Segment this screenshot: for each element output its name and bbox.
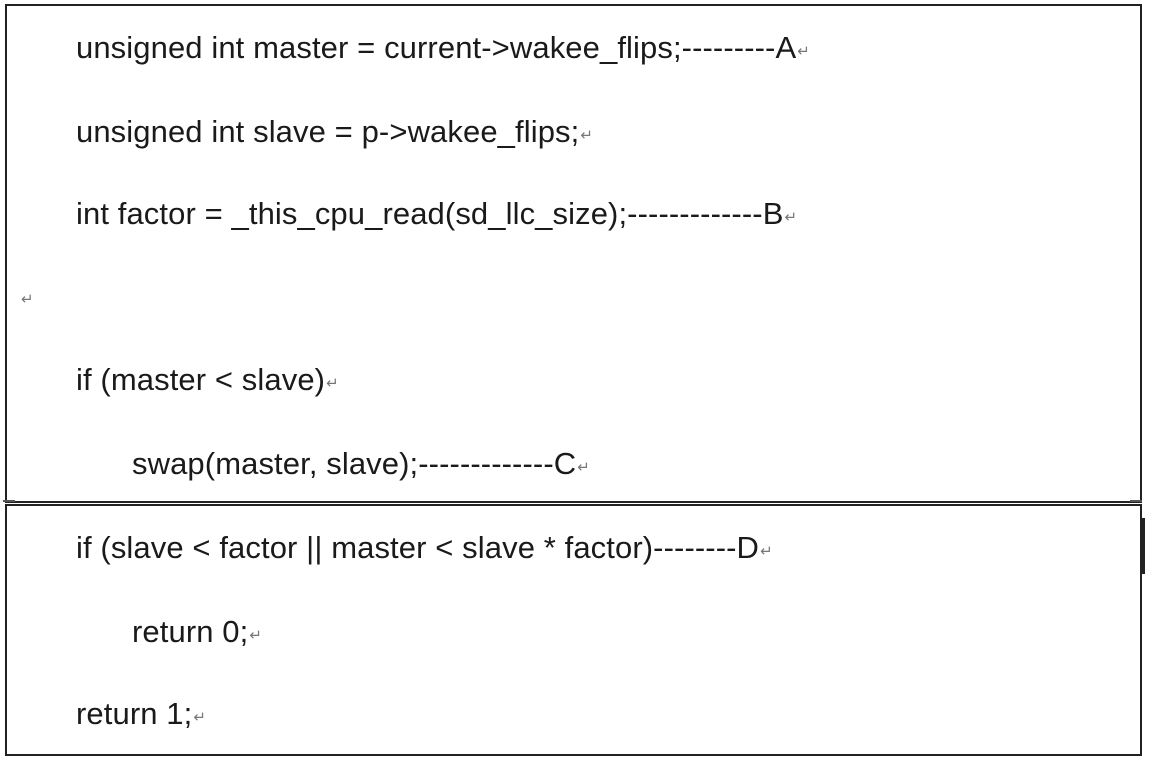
code-line-9: return 1;↵	[76, 694, 206, 738]
code-line-7: if (slave < factor || master < slave * f…	[76, 528, 773, 572]
code-line-5: if (master < slave)↵	[76, 360, 339, 404]
paragraph-return-icon: ↵	[21, 291, 34, 308]
code-block-top	[5, 4, 1142, 503]
code-line-text: return 1;	[76, 696, 193, 731]
code-line-text: swap(master, slave);-------------C	[132, 446, 577, 481]
paragraph-return-icon: ↵	[797, 43, 810, 60]
paragraph-return-icon: ↵	[326, 375, 339, 392]
paragraph-return-icon: ↵	[784, 209, 798, 226]
code-block-bottom	[5, 504, 1142, 756]
code-line-6: swap(master, slave);-------------C↵	[132, 444, 590, 488]
paragraph-return-icon: ↵	[193, 709, 207, 726]
code-line-1: unsigned int master = current->wakee_fli…	[76, 28, 810, 72]
code-line-8: return 0;↵	[132, 612, 262, 656]
paragraph-return-icon: ↵	[760, 543, 773, 560]
code-line-2: unsigned int slave = p->wakee_flips;↵	[76, 112, 593, 156]
text-cursor-mark	[1142, 518, 1145, 574]
code-line-text: unsigned int slave = p->wakee_flips;	[76, 114, 580, 149]
paragraph-return-icon: ↵	[580, 127, 594, 144]
code-line-text: if (master < slave)	[76, 362, 326, 397]
paragraph-return-icon: ↵	[249, 627, 263, 644]
code-line-text: int factor = _this_cpu_read(sd_llc_size)…	[76, 196, 784, 231]
code-line-text: return 0;	[132, 614, 249, 649]
code-line-text: unsigned int master = current->wakee_fli…	[76, 30, 797, 65]
code-line-3: int factor = _this_cpu_read(sd_llc_size)…	[76, 194, 797, 238]
paragraph-return-icon: ↵	[577, 459, 590, 476]
table-divider-tick-right	[1130, 500, 1142, 502]
table-divider-tick-left	[3, 500, 15, 502]
code-line-text: if (slave < factor || master < slave * f…	[76, 530, 760, 565]
code-line-4-empty: ↵	[20, 276, 34, 320]
